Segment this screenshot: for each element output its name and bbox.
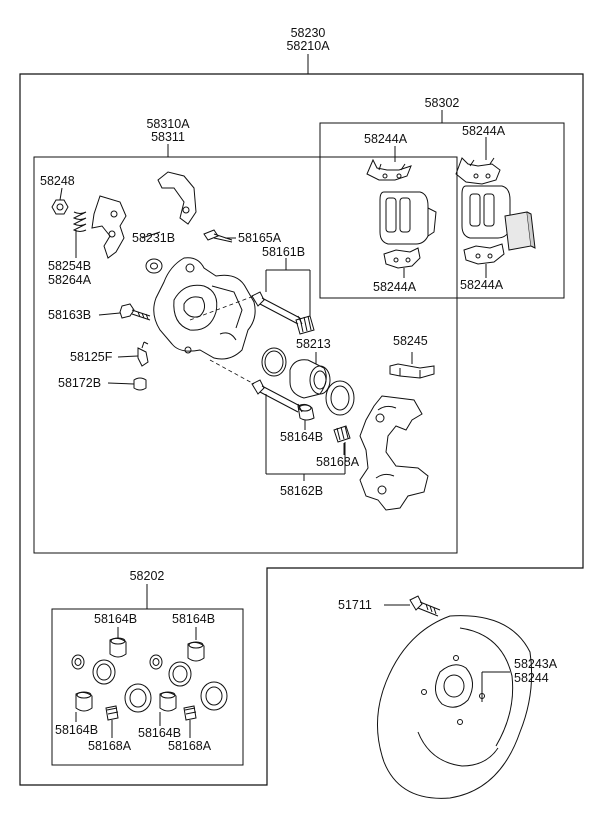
label-kit-58164B-tr: 58164B xyxy=(172,612,216,626)
label-51711: 51711 xyxy=(338,598,372,612)
label-kit-58168A-br: 58168A xyxy=(168,739,212,753)
piston-seal-ring xyxy=(261,347,287,377)
guide-pin-lower xyxy=(251,379,303,413)
label-58311: 58311 xyxy=(151,130,185,144)
label-58162B: 58162B xyxy=(280,484,324,498)
dust-shield xyxy=(377,615,533,799)
label-58164B-mid: 58164B xyxy=(280,430,324,444)
seal-kit-parts xyxy=(71,627,228,738)
label-58230: 58230 xyxy=(290,26,326,40)
caliper-carrier xyxy=(359,395,429,511)
caliper-frame xyxy=(33,156,458,554)
cap-58172B xyxy=(133,377,147,391)
bracket-58231B xyxy=(157,171,197,225)
label-58161B: 58161B xyxy=(262,245,306,259)
label-kit-58164B-tl: 58164B xyxy=(94,612,138,626)
bolt-58163B xyxy=(119,303,151,321)
label-kit-58168A-bl: 58168A xyxy=(88,739,132,753)
pads-frame xyxy=(319,122,565,299)
label-58213: 58213 xyxy=(296,337,331,351)
piston-58213 xyxy=(289,359,331,399)
outer-frame xyxy=(19,73,584,786)
shim-top-left xyxy=(366,158,412,181)
shim-bottom-right xyxy=(463,243,505,265)
bracket-58264A xyxy=(91,195,127,259)
dust-boot-upper xyxy=(295,315,315,335)
label-58302: 58302 xyxy=(424,96,460,110)
label-58254B: 58254B xyxy=(48,259,92,273)
caliper-housing xyxy=(153,257,256,360)
bleeder-nut-58248 xyxy=(51,199,69,215)
label-58202: 58202 xyxy=(129,569,165,583)
label-58244A-br: 58244A xyxy=(460,278,504,292)
label-58231B: 58231B xyxy=(132,231,176,245)
washer-small xyxy=(145,258,163,274)
label-58244: 58244 xyxy=(514,671,549,685)
label-58245: 58245 xyxy=(393,334,428,348)
piston-boot xyxy=(325,380,355,416)
clip-58245 xyxy=(389,363,435,379)
dust-boot-58168A xyxy=(333,425,351,443)
label-58244A-tr: 58244A xyxy=(462,124,506,138)
label-58264A: 58264A xyxy=(48,273,92,287)
shim-bottom-left xyxy=(383,247,421,269)
guide-pin-upper xyxy=(251,291,303,325)
sleeve-58164B xyxy=(297,403,315,421)
pad-left xyxy=(379,191,437,245)
spring-58254B xyxy=(72,211,87,232)
label-58244A-tl: 58244A xyxy=(364,132,408,146)
label-58165A: 58165A xyxy=(238,231,282,245)
label-58163B: 58163B xyxy=(48,308,92,322)
label-58172B: 58172B xyxy=(58,376,102,390)
pad-wear-block xyxy=(504,211,536,251)
label-58243A: 58243A xyxy=(514,657,558,671)
label-kit-58164B-bl: 58164B xyxy=(55,723,99,737)
label-58310A: 58310A xyxy=(146,117,190,131)
bleeder-screw-58125F xyxy=(137,341,149,367)
label-58210A: 58210A xyxy=(286,39,330,53)
assembly-guides xyxy=(189,295,255,385)
bolt-58165A xyxy=(203,229,233,243)
label-58125F: 58125F xyxy=(70,350,113,364)
label-58168A-mid: 58168A xyxy=(316,455,360,469)
bolt-51711 xyxy=(409,595,441,617)
label-58244A-bl: 58244A xyxy=(373,280,417,294)
pad-right xyxy=(461,185,511,239)
label-kit-58164B-bm: 58164B xyxy=(138,726,182,740)
shim-top-right xyxy=(455,157,501,185)
label-58248: 58248 xyxy=(40,174,75,188)
